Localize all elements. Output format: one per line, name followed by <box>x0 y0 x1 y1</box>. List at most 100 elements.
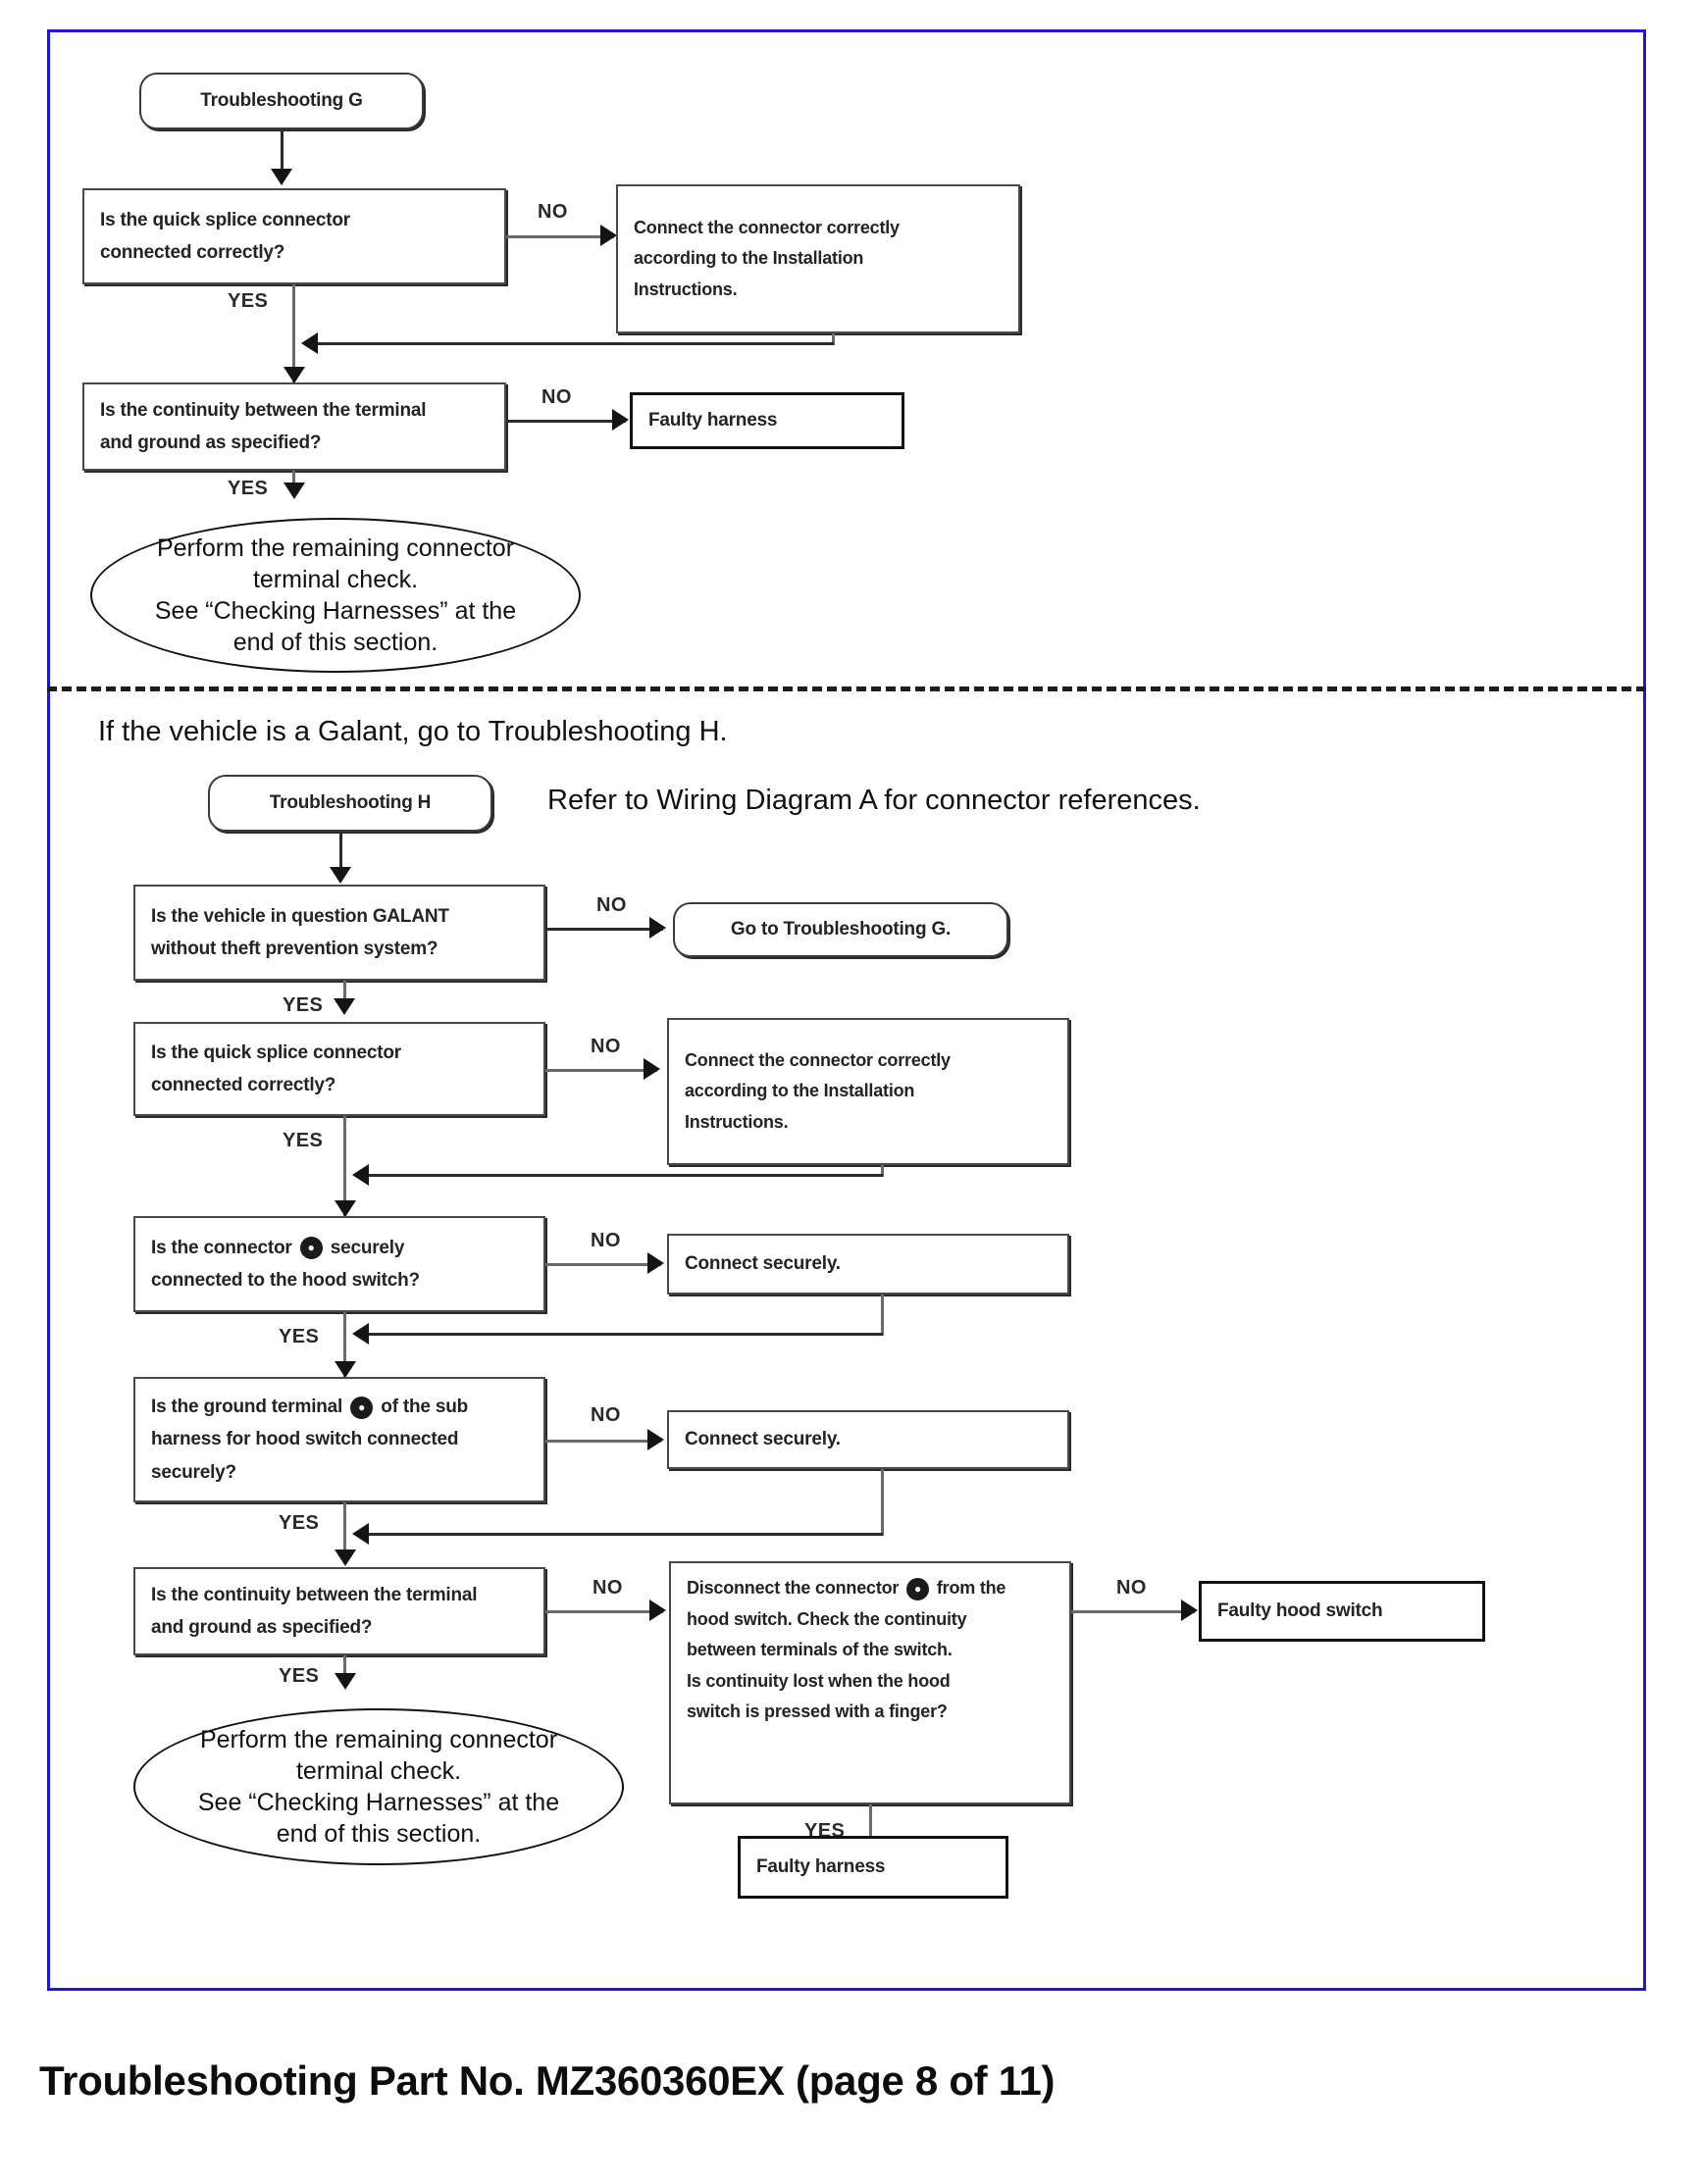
edge-h-connect-return-h <box>365 1174 883 1177</box>
edge-g-q1-no <box>506 235 614 238</box>
arrowhead-left <box>301 332 318 354</box>
arrowhead-right <box>612 409 629 431</box>
node-label: Go to Troubleshooting G. <box>730 918 952 940</box>
node-h-action-disconnect-check: Disconnect the connector ● from the hood… <box>669 1561 1071 1804</box>
node-h-question-continuity: Is the continuity between the terminal a… <box>133 1567 545 1655</box>
node-h-action-connect-securely-2: Connect securely. <box>667 1410 1069 1469</box>
node-label: Is the quick splice connector connected … <box>100 209 350 263</box>
section-divider <box>47 686 1646 691</box>
arrowhead-right <box>644 1058 660 1080</box>
edge-label-no: NO <box>591 1036 621 1057</box>
action-text-part1: Disconnect the connector <box>687 1578 904 1598</box>
edge-h-hood-yes <box>343 1312 346 1377</box>
note-wiring-diagram: Refer to Wiring Diagram A for connector … <box>547 785 1201 816</box>
node-g-end-perform-check: Perform the remaining connector terminal… <box>90 518 581 673</box>
arrowhead-left <box>352 1323 369 1345</box>
edge-label-yes: YES <box>283 1130 324 1151</box>
node-label: Connect securely. <box>685 1429 841 1450</box>
arrowhead-down <box>334 998 355 1015</box>
edge-h-start-to-q1 <box>339 832 342 873</box>
node-h-action-goto-troubleshooting-g: Go to Troubleshooting G. <box>673 902 1008 957</box>
edge-label-no: NO <box>1116 1577 1147 1599</box>
arrowhead-down <box>335 1673 356 1690</box>
arrowhead-right <box>647 1252 664 1274</box>
edge-label-no: NO <box>591 1404 621 1426</box>
node-label: Faulty harness <box>648 410 778 432</box>
edge-h-switch-no <box>1071 1610 1195 1613</box>
node-h-action-connect-correctly: Connect the connector correctly accordin… <box>667 1018 1069 1165</box>
question-text-part1: Is the connector <box>151 1237 297 1258</box>
edge-g-q2-no <box>506 420 626 423</box>
page-caption: Troubleshooting Part No. MZ360360EX (pag… <box>39 2057 1056 2104</box>
node-troubleshooting-g-start: Troubleshooting G <box>139 73 424 129</box>
edge-h-ground-no <box>545 1440 661 1443</box>
edge-h-splice-no <box>545 1069 657 1072</box>
arrowhead-left <box>352 1164 369 1186</box>
arrowhead-left <box>352 1523 369 1545</box>
edge-h-continuity-yes <box>343 1655 346 1683</box>
edge-g-q1-yes <box>292 284 295 382</box>
edge-label-no: NO <box>591 1230 621 1251</box>
edge-h-connect-return-v <box>881 1165 884 1177</box>
edge-g-start-to-q1 <box>281 129 284 173</box>
node-label: Is the vehicle in question GALANT withou… <box>151 905 449 959</box>
node-label: Faulty harness <box>756 1856 886 1878</box>
node-label: Is the quick splice connector connected … <box>151 1041 401 1095</box>
arrowhead-down <box>330 867 351 884</box>
edge-label-no: NO <box>596 894 627 916</box>
node-label: Connect the connector correctly accordin… <box>685 1049 951 1132</box>
edge-label-yes: YES <box>228 478 269 499</box>
node-g-result-faulty-harness: Faulty harness <box>630 392 904 449</box>
node-g-question-quick-splice: Is the quick splice connector connected … <box>82 188 506 284</box>
edge-h-galant-no <box>545 928 663 931</box>
edge-h-hood-no <box>545 1263 661 1266</box>
question-text-part2: of the sub harness for hood switch conne… <box>151 1397 469 1483</box>
node-label: Faulty hood switch <box>1217 1600 1383 1622</box>
node-label: Is the connector ● securely connected to… <box>151 1232 528 1297</box>
edge-h-continuity-no <box>545 1610 663 1613</box>
arrowhead-down <box>271 169 292 185</box>
edge-h-ground-yes <box>343 1502 346 1563</box>
node-h-action-connect-securely-1: Connect securely. <box>667 1234 1069 1295</box>
node-g-question-continuity: Is the continuity between the terminal a… <box>82 382 506 471</box>
node-label: Disconnect the connector ● from the hood… <box>687 1573 1054 1728</box>
edge-h-securely1-return-h <box>365 1333 883 1336</box>
node-label: Is the ground terminal ● of the sub harn… <box>151 1391 528 1489</box>
edge-h-securely1-return-v <box>881 1295 884 1336</box>
edge-label-yes: YES <box>283 994 324 1016</box>
node-label: Connect the connector correctly accordin… <box>634 217 900 299</box>
arrowhead-down <box>335 1200 356 1217</box>
node-label: Connect securely. <box>685 1253 841 1275</box>
node-label: Is the continuity between the terminal a… <box>100 399 427 453</box>
node-h-result-faulty-harness: Faulty harness <box>738 1836 1008 1899</box>
edge-g-connect-return-h <box>314 342 834 345</box>
arrowhead-right <box>1181 1600 1198 1621</box>
edge-label-yes: YES <box>279 1665 320 1687</box>
node-h-question-ground-terminal: Is the ground terminal ● of the sub harn… <box>133 1377 545 1502</box>
edge-label-no: NO <box>538 201 568 223</box>
ground-terminal-ref-icon: ● <box>350 1396 374 1419</box>
action-text-part2: from the hood switch. Check the continui… <box>687 1578 1006 1721</box>
edge-h-securely2-return-h <box>365 1533 883 1536</box>
edge-h-disconnect-yes <box>869 1804 872 1865</box>
question-text-part1: Is the ground terminal <box>151 1397 348 1418</box>
connector-ref-icon: ● <box>299 1237 323 1260</box>
node-h-question-quick-splice: Is the quick splice connector connected … <box>133 1022 545 1116</box>
arrowhead-down <box>284 483 305 499</box>
node-troubleshooting-h-start: Troubleshooting H <box>208 775 492 832</box>
question-text-part2: securely connected to the hood switch? <box>151 1237 420 1291</box>
arrowhead-right <box>647 1429 664 1450</box>
edge-h-galant-yes <box>343 981 346 1010</box>
arrowhead-right <box>649 1600 666 1621</box>
edge-h-securely2-return-v <box>881 1469 884 1536</box>
node-h-question-connector-hood-switch: Is the connector ● securely connected to… <box>133 1216 545 1312</box>
arrowhead-down <box>335 1361 356 1378</box>
note-galant: If the vehicle is a Galant, go to Troubl… <box>98 716 728 747</box>
node-label: Perform the remaining connector terminal… <box>197 1726 560 1848</box>
node-h-end-perform-check: Perform the remaining connector terminal… <box>133 1708 624 1865</box>
edge-label-yes: YES <box>228 290 269 312</box>
arrowhead-down <box>284 367 305 383</box>
arrowhead-right <box>649 917 666 939</box>
edge-label-no: NO <box>541 386 572 408</box>
